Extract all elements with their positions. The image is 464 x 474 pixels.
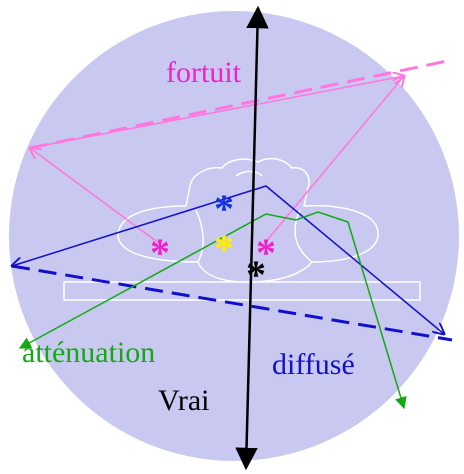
star-magenta-right: * xyxy=(256,230,276,275)
attenuation-photon-path xyxy=(18,211,407,410)
label-fortuit: fortuit xyxy=(166,56,242,89)
star-magenta-left: * xyxy=(150,230,170,275)
label-attenuation: atténuation xyxy=(22,336,155,369)
fortuit-dashed-line xyxy=(29,58,453,150)
star-black: * xyxy=(246,252,266,297)
star-yellow: * xyxy=(214,226,234,271)
star-blue: * xyxy=(214,186,234,231)
vrai-line xyxy=(235,5,269,471)
fortuit-photon-paths xyxy=(30,76,404,245)
label-diffuse: diffusé xyxy=(272,348,355,381)
label-vrai: Vrai xyxy=(158,384,210,417)
